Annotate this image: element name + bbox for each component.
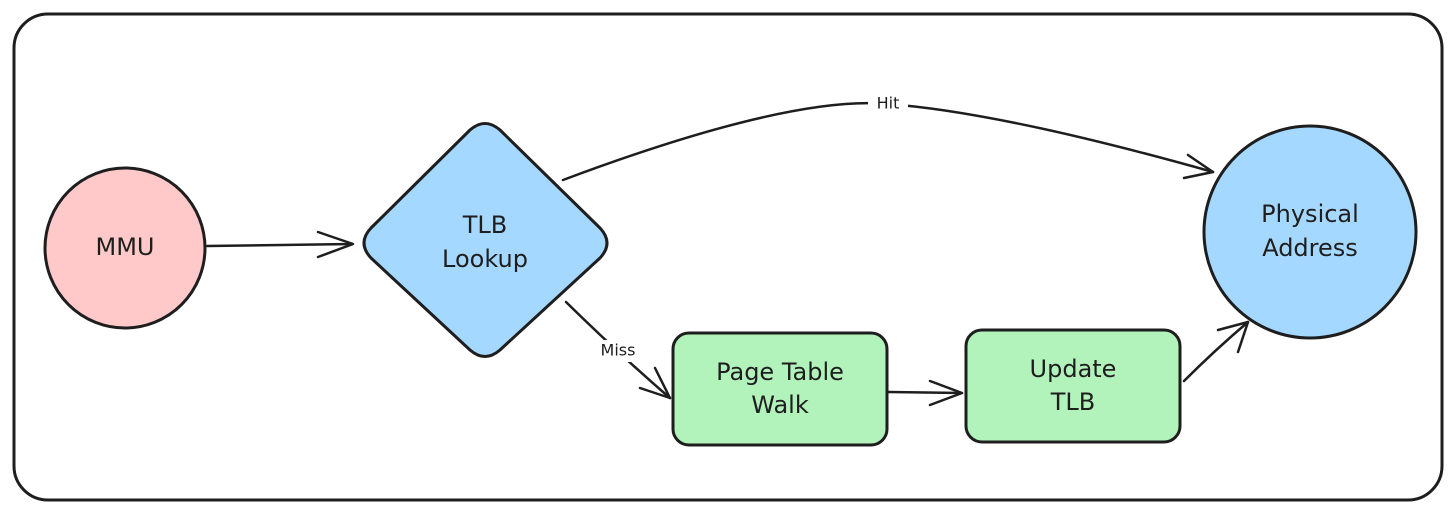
- update-tlb-box: [964, 328, 1182, 444]
- node-mmu: MMU: [43, 166, 207, 330]
- tlb-lookup-label-line1: TLB: [462, 211, 508, 239]
- physical-address-label-line1: Physical: [1261, 200, 1359, 228]
- node-page-table-walk: Page Table Walk: [671, 331, 889, 447]
- tlb-lookup-diamond: [362, 122, 609, 358]
- edge-walk-to-update-line: [886, 390, 964, 395]
- edge-walk-to-update-arrowhead: [928, 379, 964, 407]
- edge-mmu-to-tlb-arrowhead: [316, 230, 355, 259]
- edge-miss-label: Miss: [601, 341, 636, 360]
- edge-update-to-physical-arrowhead: [1216, 320, 1250, 354]
- edge-walk-to-update: [886, 379, 964, 407]
- mmu-label: MMU: [96, 233, 155, 261]
- physical-address-label-line2: Address: [1262, 234, 1358, 262]
- diagram-frame: [12, 12, 1444, 502]
- edge-update-to-physical: [1182, 320, 1250, 383]
- edge-hit: Hit: [561, 93, 1215, 182]
- node-tlb-lookup: TLB Lookup: [362, 122, 609, 358]
- edge-update-to-physical-line: [1182, 320, 1250, 383]
- physical-address-circle: [1202, 124, 1418, 340]
- tlb-lookup-label-line2: Lookup: [442, 245, 528, 273]
- update-tlb-label-line1: Update: [1030, 355, 1117, 383]
- update-tlb-label-line2: TLB: [1050, 388, 1096, 416]
- page-table-walk-label-line1: Page Table: [716, 358, 844, 386]
- edge-mmu-to-tlb-line: [205, 242, 354, 248]
- node-physical-address: Physical Address: [1202, 124, 1418, 340]
- edge-hit-label-bg: [868, 93, 908, 115]
- page-table-walk-box: [671, 331, 889, 447]
- page-table-walk-label-line2: Walk: [751, 391, 809, 419]
- edge-hit-arrowhead: [1182, 153, 1215, 180]
- edge-miss-arrowhead: [638, 366, 672, 400]
- node-update-tlb: Update TLB: [964, 328, 1182, 444]
- edge-hit-label: Hit: [877, 94, 900, 113]
- edge-mmu-to-tlb: [205, 230, 355, 259]
- edge-miss: Miss: [564, 300, 672, 400]
- mmu-circle: [43, 166, 207, 330]
- edge-miss-label-bg: [594, 340, 642, 362]
